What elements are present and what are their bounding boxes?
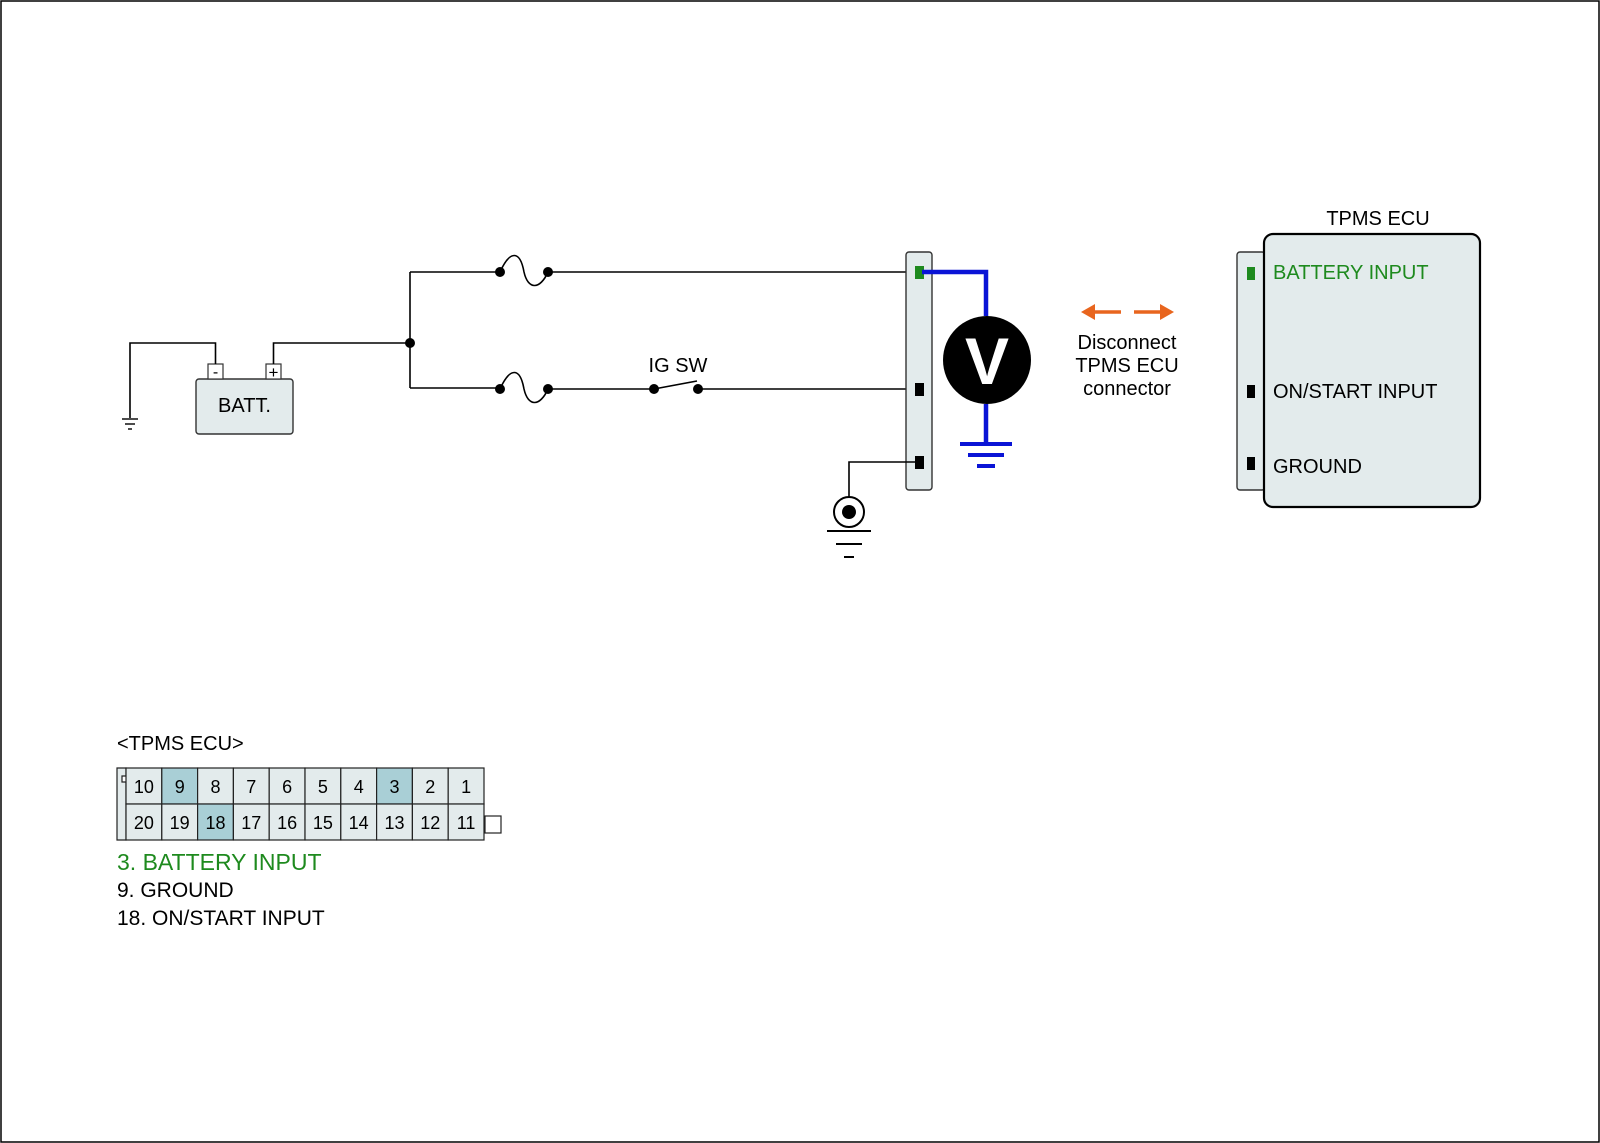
connector-pin-cell [376, 803, 414, 841]
connector-pin-number: 18 [205, 813, 225, 833]
connector-pin-number: 3 [389, 777, 399, 797]
connector-title: <TPMS ECU> [117, 733, 244, 755]
connector-pin-number: 17 [241, 813, 261, 833]
connector-pin-cell [304, 803, 342, 841]
fuse-icon [495, 254, 553, 287]
pin-legend-battery: 3. BATTERY INPUT [117, 849, 322, 875]
connector-pin-number: 19 [170, 813, 190, 833]
ecu-body [1262, 232, 1482, 509]
ecu-pin-battery [1247, 267, 1255, 280]
connector-pin-cell [232, 767, 270, 805]
battery: - + BATT. [195, 363, 294, 435]
harness-ground-wire [848, 461, 915, 499]
disconnect-note-line3: connector [1083, 378, 1171, 400]
ignition-switch-icon [649, 380, 703, 394]
ecu-pin-label-on-start: ON/START INPUT [1273, 381, 1437, 403]
connector-pin-cell [161, 803, 199, 841]
connector-pin-cell [161, 767, 199, 805]
battery-plus-sign: + [269, 363, 279, 382]
connector-pin-cell [268, 803, 306, 841]
ig-switch-label: IG SW [649, 355, 708, 377]
battery-positive-wire [272, 342, 410, 364]
connector-pin-cell [447, 803, 485, 841]
harness-pin-on-start [915, 383, 924, 396]
connector-latch-left [116, 767, 127, 841]
connector-pin-cell [340, 767, 378, 805]
ecu-pin-label-ground: GROUND [1273, 456, 1362, 478]
harness-pin-ground [915, 456, 924, 469]
connector-pin-number: 15 [313, 813, 333, 833]
probe-ground-icon [960, 442, 1012, 468]
connector-pin-number: 1 [461, 777, 471, 797]
connector-pin-number: 12 [420, 813, 440, 833]
connector-pin-cell [197, 803, 235, 841]
pin-legend-ground: 9. GROUND [117, 879, 234, 902]
harness-connector [905, 251, 933, 491]
harness-pin-battery [915, 266, 924, 279]
battery-minus-sign: - [213, 364, 218, 381]
battery-label: BATT. [218, 395, 271, 417]
connector-pin-number: 8 [210, 777, 220, 797]
disconnect-note-line1: Disconnect [1078, 332, 1177, 354]
chassis-ground-icon [122, 418, 138, 430]
pin-legend-on-start: 18. ON/START INPUT [117, 907, 325, 930]
connector-pin-number: 4 [354, 777, 364, 797]
ecu-pin-ground [1247, 457, 1255, 470]
battery-ground-wire [129, 342, 217, 418]
connector-pin-number: 2 [425, 777, 435, 797]
connector-pin-number: 5 [318, 777, 328, 797]
connector-pin-number: 7 [246, 777, 256, 797]
ecu-pin-label-battery: BATTERY INPUT [1273, 262, 1429, 284]
ecu-pin-on-start [1247, 385, 1255, 398]
connector-pin-number: 14 [349, 813, 369, 833]
ecu-connector [1236, 251, 1266, 491]
connector-pin-number: 10 [134, 777, 154, 797]
ecu-title: TPMS ECU [1326, 208, 1429, 230]
connector-tab-right [484, 815, 502, 834]
battery-body [195, 378, 294, 435]
connector-pin-cell [376, 767, 414, 805]
voltmeter-label: V [965, 324, 1009, 398]
connector-pin-cell [340, 803, 378, 841]
connector-pin-number: 9 [175, 777, 185, 797]
fuse-icon [495, 371, 553, 404]
body-ground-icon [827, 496, 871, 558]
disconnect-arrows-icon [1081, 304, 1174, 320]
connector-pin-number: 6 [282, 777, 292, 797]
connector-pin-number: 11 [457, 813, 476, 833]
connector-pin-cell [197, 767, 235, 805]
connector-pin-cell [411, 803, 449, 841]
voltmeter-icon: V [943, 316, 1031, 404]
connector-pin-number: 20 [134, 813, 154, 833]
connector-pin-number: 16 [277, 813, 297, 833]
probe-wire-positive [922, 269, 989, 316]
disconnect-note-line2: TPMS ECU [1075, 355, 1178, 377]
disconnect-note: Disconnect TPMS ECU connector [1075, 332, 1178, 400]
connector-pin-number: 13 [384, 813, 404, 833]
